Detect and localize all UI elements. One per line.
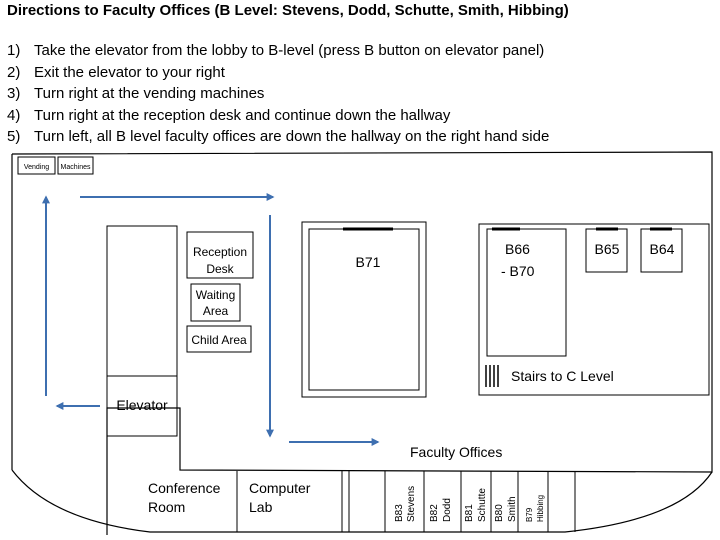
step-item: 1) Take the elevator from the lobby to B-… <box>7 40 549 62</box>
step-item: 4) Turn right at the reception desk and c… <box>7 105 549 127</box>
computer-lab-label-line1: Computer <box>249 480 311 496</box>
room-b71-label: B71 <box>356 254 381 270</box>
elevator-shaft <box>106 225 178 377</box>
office-b82-number: B82 <box>429 504 440 522</box>
elevator-box <box>106 375 178 437</box>
step-text: Exit the elevator to your right <box>34 63 225 81</box>
waiting-label-line2: Area <box>203 304 229 318</box>
directions-list: 1) Take the elevator from the lobby to B-… <box>7 40 549 148</box>
page-title: Directions to Faculty Offices (B Level: … <box>7 2 569 19</box>
step-number: 1) <box>7 42 21 59</box>
stairs-label: Stairs to C Level <box>511 368 614 384</box>
machines-label: Machines <box>61 164 91 171</box>
reception-label-line2: Desk <box>206 262 234 276</box>
faculty-offices-label: Faculty Offices <box>410 444 502 460</box>
step-number: 4) <box>7 106 21 124</box>
step-number: 3) <box>7 85 21 102</box>
room-b65-label: B65 <box>595 241 620 257</box>
stairs-icon <box>485 365 499 387</box>
step-item: 3) Turn right at the vending machines <box>7 83 549 105</box>
vending-box <box>17 156 56 175</box>
reception-desk-box <box>186 231 254 279</box>
step-number: 5) <box>7 128 21 145</box>
computer-lab-label-line2: Lab <box>249 499 273 515</box>
elevator-label: Elevator <box>116 397 168 413</box>
machines-box <box>57 156 94 175</box>
room-b71-outer <box>301 221 427 398</box>
reception-label-line1: Reception <box>193 245 247 259</box>
vending-label: Vending <box>24 164 49 171</box>
step-number: 2) <box>7 63 21 81</box>
waiting-area-box <box>190 283 241 322</box>
room-b66-label-line2: - B70 <box>501 263 535 279</box>
office-b81-number: B81 <box>464 504 475 522</box>
step-text: Turn left, all B level faculty offices a… <box>34 128 550 145</box>
office-b83-name: Stevens <box>406 486 417 522</box>
room-b64-label: B64 <box>650 241 675 257</box>
waiting-label-line1: Waiting <box>196 288 236 302</box>
child-area-label: Child Area <box>191 333 247 347</box>
bottom-curve-wall <box>11 469 713 533</box>
step-item: 5) Turn left, all B level faculty offices… <box>7 126 549 148</box>
office-b81-name: Schutte <box>477 488 488 522</box>
office-b83-number: B83 <box>394 504 405 522</box>
step-item: 2) Exit the elevator to your right <box>7 62 549 84</box>
room-b66-b70-box <box>486 228 567 357</box>
conference-room-label-line2: Room <box>148 499 185 515</box>
outer-wall <box>11 151 713 535</box>
office-b82-name: Dodd <box>442 498 453 522</box>
step-text: Take the elevator from the lobby to B-le… <box>34 42 545 59</box>
conference-room-label-line1: Conference <box>148 480 221 496</box>
step-text: Turn right at the vending machines <box>34 85 265 102</box>
office-b80-name: Smith <box>507 496 518 522</box>
step-text: Turn right at the reception desk and con… <box>34 106 451 124</box>
office-b79-name: Hibbing <box>536 495 545 522</box>
child-area-box <box>186 325 252 353</box>
office-block-outer <box>478 223 710 396</box>
office-b79-number: B79 <box>525 507 534 522</box>
office-b80-number: B80 <box>494 504 505 522</box>
room-b66-label-line1: B66 <box>505 241 530 257</box>
